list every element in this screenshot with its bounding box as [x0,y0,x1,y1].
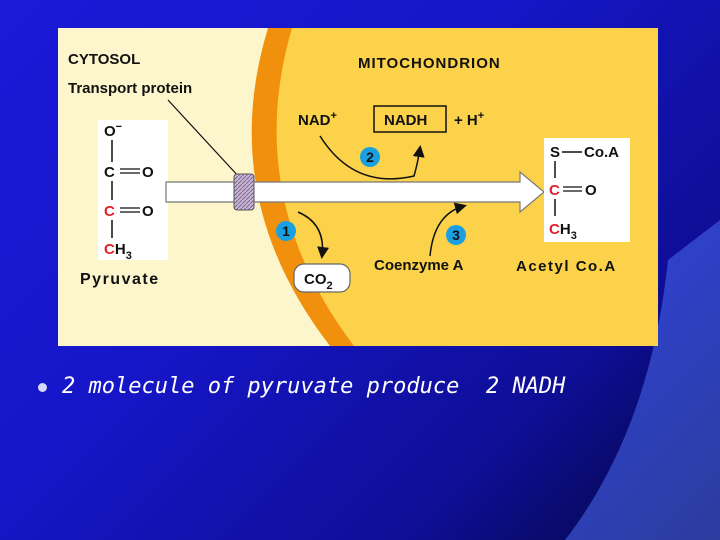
transport-protein-label: Transport protein [68,80,192,97]
transport-protein [233,173,255,211]
acetyl-coa-structure-box [544,138,630,242]
coenzyme-a-label: Coenzyme A [374,257,464,274]
transport-protein-pointer [167,99,241,179]
nad-reduction-arrow [319,135,425,180]
acetyl-atom-c: C [549,182,560,199]
co2-release-arrow [297,211,330,259]
cytosol-label: CYTOSOL [68,51,140,68]
pyruvate-atom-o1: O [142,164,154,181]
step-2-circle [360,147,380,167]
acetyl-atom-s: S [550,144,560,161]
acetyl-atom-ch3-c: C [549,221,560,238]
mitochondrion-label: MITOCHONDRION [358,55,501,72]
caption-text: 2 molecule of pyruvate produce 2 NADH [62,374,566,399]
acetyl-atom-coa: Co.A [584,144,619,161]
step-3-number: 3 [452,227,460,243]
pyruvate-atom-o-minus: O [104,123,116,140]
pyruvate-structure-box [98,120,168,260]
svg-text:CH3: CH3 [549,221,577,242]
step-3-circle [446,225,466,245]
coenzyme-a-arrow [429,202,467,257]
acetyl-atom-o: O [585,182,597,199]
svg-text:O−: O− [104,121,122,140]
svg-text:CH3: CH3 [104,241,132,262]
pyruvate-atom-ch3-c: C [104,241,115,258]
co2-label: CO [304,271,327,288]
nad-plus-label: NAD [298,112,331,129]
pyruvate-oxidation-diagram: CYTOSOL Transport protein MITOCHONDRION … [58,28,658,346]
pyruvate-atom-c2: C [104,203,115,220]
nadh-label: NADH [384,112,427,129]
svg-text:NAD+: NAD+ [298,110,337,129]
transport-arrow [165,170,545,214]
step-1-number: 1 [282,223,290,239]
pyruvate-name: Pyruvate [80,271,160,288]
nadh-box [373,105,447,133]
svg-text:+ H+: + H+ [454,110,484,129]
co2-box [293,263,351,293]
pyruvate-atom-o2: O [142,203,154,220]
acetyl-coa-name: Acetyl Co.A [516,258,617,275]
svg-text:CO2: CO2 [304,271,333,292]
bullet-point [38,383,47,392]
pyruvate-atom-c1: C [104,164,115,181]
step-1-circle [276,221,296,241]
step-2-number: 2 [366,149,374,165]
h-plus-label: + H [454,112,478,129]
